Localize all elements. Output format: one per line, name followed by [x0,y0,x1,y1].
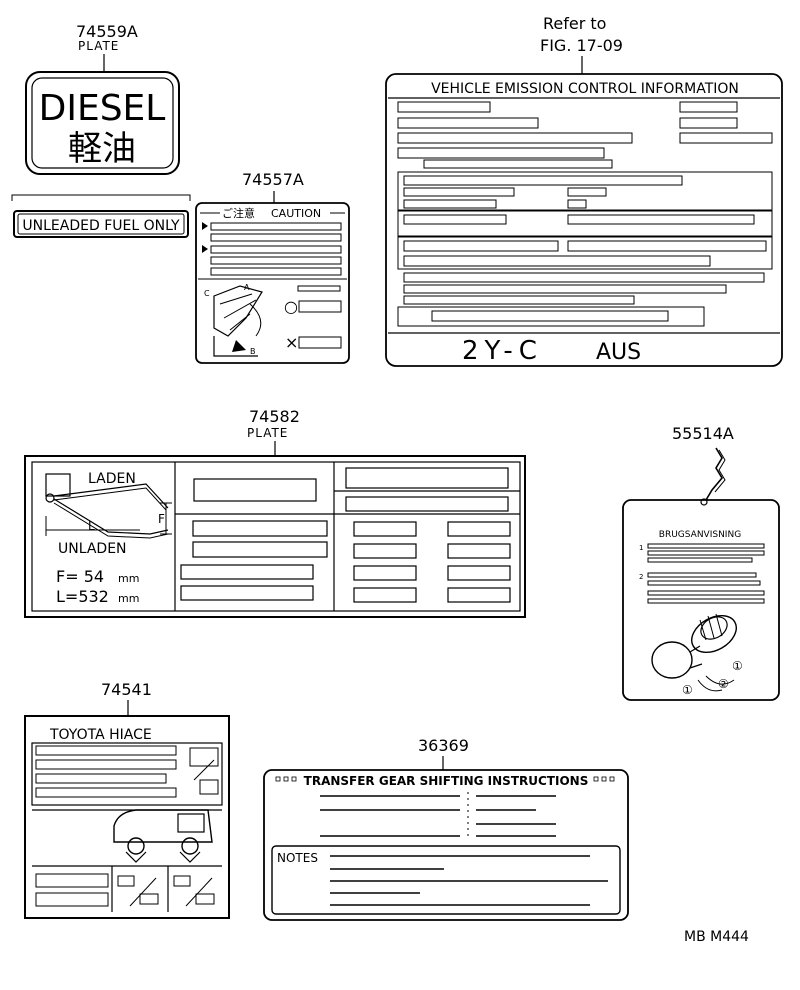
brugs-step-2: 2 [639,573,643,581]
brugs-circle-1-left: ① [682,683,693,697]
refer-to-text: Refer to [543,14,606,33]
unleaded-fuel-label: UNLEADED FUEL ONLY [13,210,189,238]
caution-jp-text: ご注意 [222,206,255,220]
caution-label: ご注意 CAUTION C A B ○ × [195,202,350,364]
diesel-plate: DIESEL 軽油 [25,71,180,175]
fig-ref-text: FIG. 17-09 [540,36,623,55]
emission-title: VEHICLE EMISSION CONTROL INFORMATION [431,81,739,97]
load-plate-sub: PLATE [247,426,288,440]
caution-ng-symbol: × [285,333,298,352]
unleaded-bracket [11,194,191,201]
brugs-part-number: 55514A [672,424,734,443]
tag-string [700,447,726,506]
brugs-step-1: 1 [639,544,643,552]
f-value-text: F= 54 [56,567,104,586]
emission-engine-code: 2Y-C [462,336,543,366]
diesel-plate-text: DIESEL [39,88,166,129]
diesel-part-number: 74559A [76,22,138,41]
unladen-text: UNLADEN [58,541,127,557]
l-value-text: L=532 [56,587,109,606]
unleaded-fuel-text: UNLEADED FUEL ONLY [22,218,180,234]
emission-region: AUS [596,340,641,365]
caution-label-c: C [204,289,210,298]
hiace-title: TOYOTA HIACE [49,727,152,743]
emission-control-label: VEHICLE EMISSION CONTROL INFORMATION 2Y-… [385,73,783,367]
f-unit-text: mm [118,572,139,585]
transfer-title: TRANSFER GEAR SHIFTING INSTRUCTIONS [304,774,589,788]
l-unit-text: mm [118,592,139,605]
caution-en-text: CAUTION [271,207,321,220]
caution-ok-symbol: ○ [284,297,298,316]
diagram-code: MB M444 [684,929,749,945]
knob-illustration: ① ① ② [651,613,743,697]
laden-diagram: LADEN F L UNLADEN F= 54 mm L=532 mm [45,471,172,606]
caution-part-number: 74557A [242,170,304,189]
caution-label-a: A [244,283,250,292]
notes-label: NOTES [277,851,318,865]
laden-text: LADEN [88,471,136,487]
shift-lever-graphic: C A B [204,283,263,357]
van-icon [113,809,213,863]
diesel-plate-sub: PLATE [78,39,119,53]
load-plate: LADEN F L UNLADEN F= 54 mm L=532 mm [24,455,526,618]
caution-label-b: B [250,347,256,356]
brugs-tag: BRUGSANVISNING 1 2 ① ① ② [622,499,780,701]
hiace-part-number: 74541 [101,680,152,699]
brugs-circle-2: ② [718,677,729,691]
load-plate-part-number: 74582 [249,407,300,426]
transfer-label: TRANSFER GEAR SHIFTING INSTRUCTIONS NOTE… [263,769,629,921]
hiace-label: TOYOTA HIACE [24,715,230,919]
brugs-circle-1-right: ① [732,659,743,673]
dim-f-label: F [158,512,165,526]
dim-l-label: L [88,519,95,533]
transfer-part-number: 36369 [418,736,469,755]
brugs-title: BRUGSANVISNING [659,530,741,540]
diesel-plate-kanji: 軽油 [68,129,136,169]
